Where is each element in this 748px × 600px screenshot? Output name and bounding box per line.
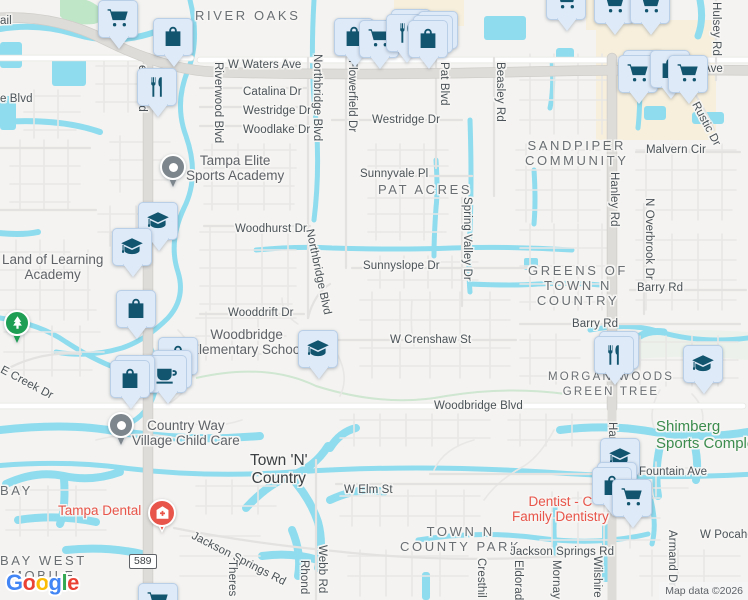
poi-marker-graduation-cap[interactable] — [112, 228, 152, 277]
pin-head — [108, 412, 134, 438]
poi-marker-restaurant[interactable] — [137, 68, 177, 117]
marker-tail — [605, 372, 625, 385]
poi-marker-shopping-cart[interactable] — [546, 0, 586, 31]
marker-tail — [605, 22, 625, 35]
marker-tail — [148, 104, 168, 117]
poi-marker-graduation-cap[interactable] — [298, 330, 338, 379]
hospital-marker[interactable] — [148, 499, 176, 534]
marker-tail — [109, 36, 129, 49]
marker-tail — [309, 366, 329, 379]
marker-tail — [641, 22, 661, 35]
marker-tail — [623, 515, 643, 528]
pin-head — [4, 310, 30, 336]
marker-bubble — [116, 290, 156, 328]
google-logo[interactable]: Google — [6, 570, 79, 595]
marker-tail — [629, 91, 649, 104]
marker-bubble — [137, 68, 177, 106]
marker-head — [148, 499, 176, 527]
poi-marker-shopping-cart[interactable] — [138, 583, 178, 600]
poi-marker-shopping-bag[interactable] — [153, 18, 193, 67]
place-pin[interactable] — [160, 154, 186, 188]
marker-tail — [121, 396, 141, 409]
marker-tail — [419, 56, 439, 69]
place-pin[interactable] — [108, 412, 134, 446]
poi-marker-graduation-cap[interactable] — [138, 202, 178, 251]
map-attribution: Map data ©2026 — [659, 582, 748, 600]
marker-bubble — [594, 336, 634, 374]
poi-marker-shopping-cart[interactable] — [612, 479, 652, 528]
park-pin[interactable] — [4, 310, 30, 344]
highway-shield: 589 — [129, 554, 157, 569]
poi-marker-shopping-cart[interactable] — [668, 55, 708, 104]
poi-marker-shopping-cart[interactable] — [98, 0, 138, 49]
poi-marker-shopping-cart[interactable] — [594, 0, 634, 35]
poi-marker-graduation-cap[interactable] — [683, 345, 723, 394]
poi-marker-shopping-bag[interactable] — [110, 355, 155, 409]
poi-marker-shopping-bag[interactable] — [116, 290, 156, 339]
poi-marker-shopping-cart[interactable] — [630, 0, 670, 35]
marker-tail — [123, 264, 143, 277]
marker-bubble — [138, 583, 178, 600]
marker-tail — [149, 238, 169, 251]
marker-tail — [164, 54, 184, 67]
marker-tail — [679, 91, 699, 104]
poi-marker-restaurant[interactable] — [594, 331, 639, 385]
marker-tail — [557, 18, 577, 31]
pin-head — [160, 154, 186, 180]
marker-tail — [158, 391, 178, 404]
marker-tail — [694, 381, 714, 394]
marker-tail — [127, 326, 147, 339]
poi-marker-shopping-bag[interactable] — [408, 11, 458, 69]
